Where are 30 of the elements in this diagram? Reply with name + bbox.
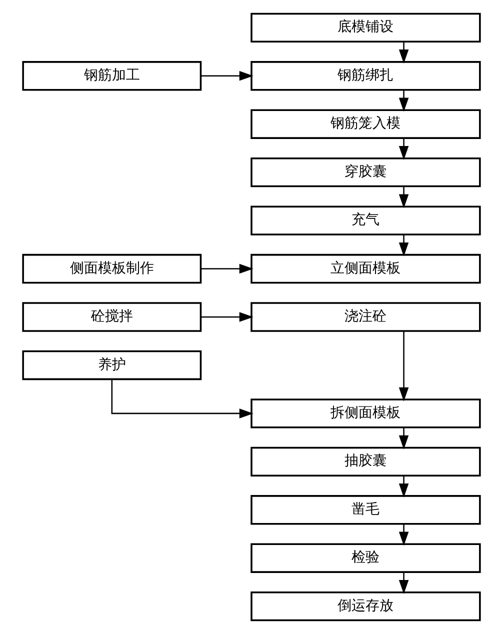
node-box: 抽胶囊	[250, 446, 480, 477]
node-box: 钢筋绑扎	[250, 61, 480, 91]
node-box: 充气	[250, 206, 480, 236]
arrow	[110, 379, 253, 418]
node-box: 底模铺设	[250, 12, 480, 42]
arrow	[200, 264, 253, 274]
node-box: 养护	[22, 350, 202, 380]
arrow	[398, 186, 408, 208]
node-box: 凿毛	[250, 495, 480, 525]
arrow	[398, 572, 408, 594]
node-box: 检验	[250, 543, 480, 573]
arrow	[398, 428, 408, 450]
arrow	[398, 42, 408, 64]
node-box: 钢筋加工	[22, 61, 202, 91]
node-box: 倒运存放	[250, 592, 480, 622]
arrow	[398, 331, 408, 402]
arrow	[200, 312, 253, 322]
arrow	[398, 234, 408, 256]
node-box: 穿胶囊	[250, 157, 480, 188]
arrow	[398, 90, 408, 112]
arrow	[398, 476, 408, 498]
node-box: 侧面模板制作	[22, 254, 202, 284]
arrow	[398, 138, 408, 160]
arrow	[398, 524, 408, 546]
node-box: 拆侧面模板	[250, 398, 480, 428]
arrow	[200, 71, 253, 81]
node-box: 浇注砼	[250, 302, 480, 332]
node-box: 砼搅拌	[22, 302, 202, 332]
node-box: 钢筋笼入模	[250, 109, 480, 139]
node-box: 立侧面模板	[250, 254, 480, 284]
